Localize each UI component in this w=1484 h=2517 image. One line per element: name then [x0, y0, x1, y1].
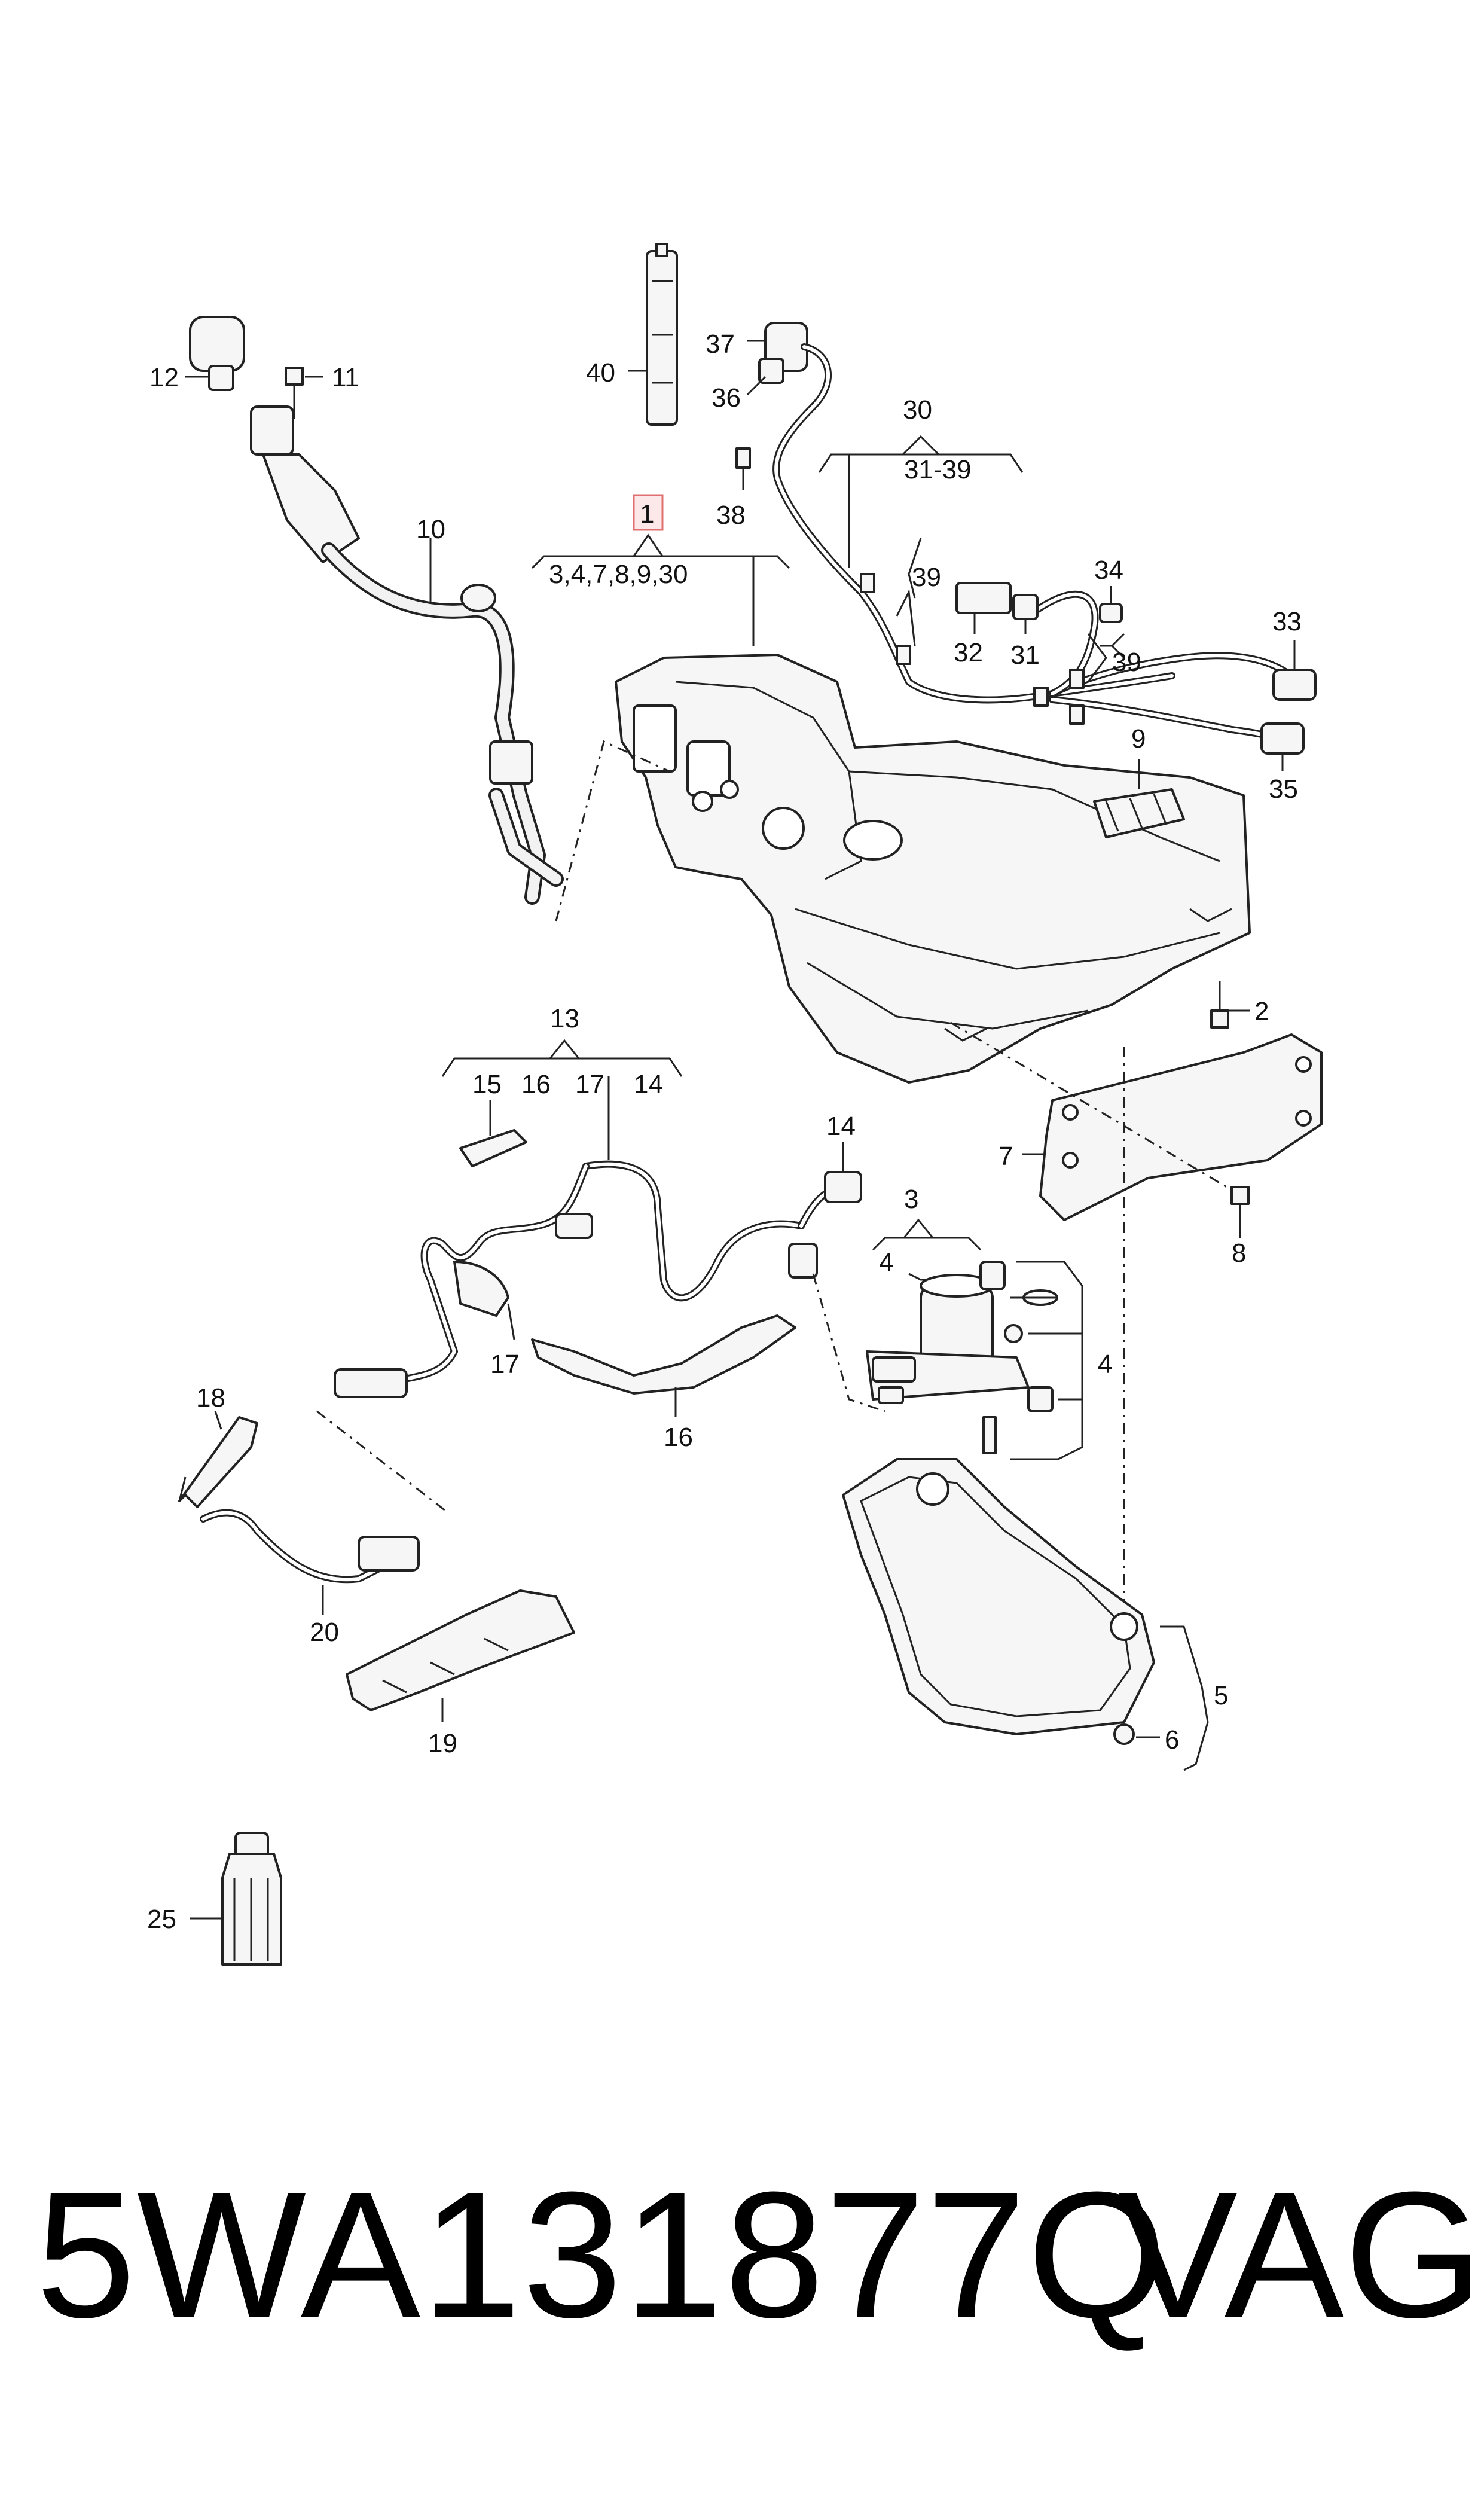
part-2-bolt — [1210, 981, 1250, 1029]
fuel-tank — [615, 654, 1251, 1084]
part-7-heat-shield — [1022, 1033, 1323, 1221]
part-40-sensor-bracket — [628, 243, 678, 426]
callout-5: 5 — [1214, 1681, 1228, 1710]
callout-4a: 4 — [879, 1248, 893, 1277]
part-38-clip — [735, 447, 751, 490]
callout-13-14: 14 — [634, 1070, 663, 1099]
bracket-30-tip — [902, 435, 940, 456]
callout-13: 13 — [550, 1004, 579, 1033]
callout-1-subparts: 3,4,7,8,9,30 — [549, 560, 688, 589]
bracket-1-tip — [633, 533, 664, 557]
part-5-tray — [842, 1458, 1209, 1771]
part-25-bottle — [190, 1832, 282, 1966]
dash-harness-pump — [812, 1273, 885, 1412]
dash-filler-tank — [555, 740, 670, 922]
callout-1: 1 — [640, 499, 654, 529]
callout-17: 17 — [490, 1350, 520, 1379]
part-35-plug — [1260, 722, 1305, 771]
dash-harness-20 — [316, 1410, 449, 1514]
callout-30-subparts: 31-39 — [904, 455, 972, 484]
part-20-harness — [200, 1509, 420, 1615]
callout-11: 11 — [332, 363, 359, 392]
leader-39a-2 — [896, 588, 916, 646]
callout-25: 25 — [147, 1905, 176, 1934]
brand-label: VAG — [1118, 2154, 1484, 2355]
part-9-module — [1093, 759, 1185, 838]
bracket-3-tip — [903, 1218, 934, 1238]
leader-39a — [908, 538, 922, 599]
leader-39b — [1100, 633, 1125, 659]
callout-31: 31 — [1010, 640, 1040, 670]
callout-37: 37 — [706, 330, 735, 359]
leader-17 — [507, 1303, 515, 1340]
part-34-sensor — [1099, 586, 1123, 623]
callout-39b: 39 — [1112, 648, 1141, 677]
bracket-13 — [441, 1057, 683, 1077]
callout-39a: 39 — [912, 563, 941, 592]
part-31-connector — [1012, 594, 1039, 634]
part-12-filler-cap — [185, 316, 245, 391]
callout-12: 12 — [149, 363, 179, 392]
callout-32: 32 — [954, 638, 983, 667]
part-37-36-connector — [746, 322, 808, 396]
dash-bolt-8 — [950, 1021, 1232, 1191]
callout-2: 2 — [1254, 997, 1269, 1026]
callout-7: 7 — [999, 1142, 1013, 1171]
callout-40: 40 — [586, 358, 615, 388]
callout-16: 16 — [664, 1423, 693, 1452]
callout-34: 34 — [1094, 556, 1123, 585]
wiring-harness-30 — [772, 343, 1295, 742]
part-10-filler-neck — [250, 405, 564, 905]
callout-3: 3 — [904, 1185, 918, 1214]
callout-8: 8 — [1232, 1238, 1246, 1268]
part-15-clip — [459, 1100, 527, 1167]
callout-10: 10 — [416, 515, 445, 544]
callout-14: 14 — [826, 1112, 856, 1141]
bracket-13-tip — [549, 1039, 580, 1059]
part-14-connector — [824, 1142, 862, 1203]
callout-35: 35 — [1269, 774, 1298, 804]
bracket-1 — [531, 555, 790, 569]
part-number-label: 5WA131877Q — [36, 2154, 1168, 2355]
callout-18: 18 — [196, 1383, 225, 1412]
bracket-30 — [818, 453, 1024, 473]
part-4-hardware — [979, 1261, 1083, 1460]
bracket-4b — [1010, 1261, 1083, 1460]
callout-38: 38 — [716, 501, 746, 530]
callout-13-17: 17 — [575, 1070, 604, 1099]
callout-13-15: 15 — [472, 1070, 502, 1099]
callout-33: 33 — [1272, 607, 1302, 636]
part-19-bracket — [346, 1589, 575, 1722]
part-16-bracket — [531, 1314, 796, 1417]
leader-39b-2 — [1087, 633, 1107, 682]
callout-36: 36 — [712, 383, 741, 413]
callout-4b: 4 — [1098, 1350, 1112, 1379]
callout-30: 30 — [903, 395, 932, 425]
callout-20: 20 — [310, 1618, 339, 1647]
part-18-bracket — [178, 1411, 258, 1508]
part-8-bolt — [1230, 1186, 1250, 1238]
part-3-pump — [866, 1274, 1030, 1404]
callout-6: 6 — [1165, 1725, 1179, 1755]
part-32-connector — [955, 582, 1012, 634]
callout-1-highlight[interactable] — [633, 494, 664, 531]
callout-9: 9 — [1131, 724, 1146, 753]
part-6-nut — [1113, 1723, 1160, 1745]
bracket-3 — [872, 1237, 982, 1251]
part-33-plug — [1272, 640, 1317, 701]
callout-19: 19 — [428, 1729, 457, 1758]
callout-13-16: 16 — [521, 1070, 551, 1099]
